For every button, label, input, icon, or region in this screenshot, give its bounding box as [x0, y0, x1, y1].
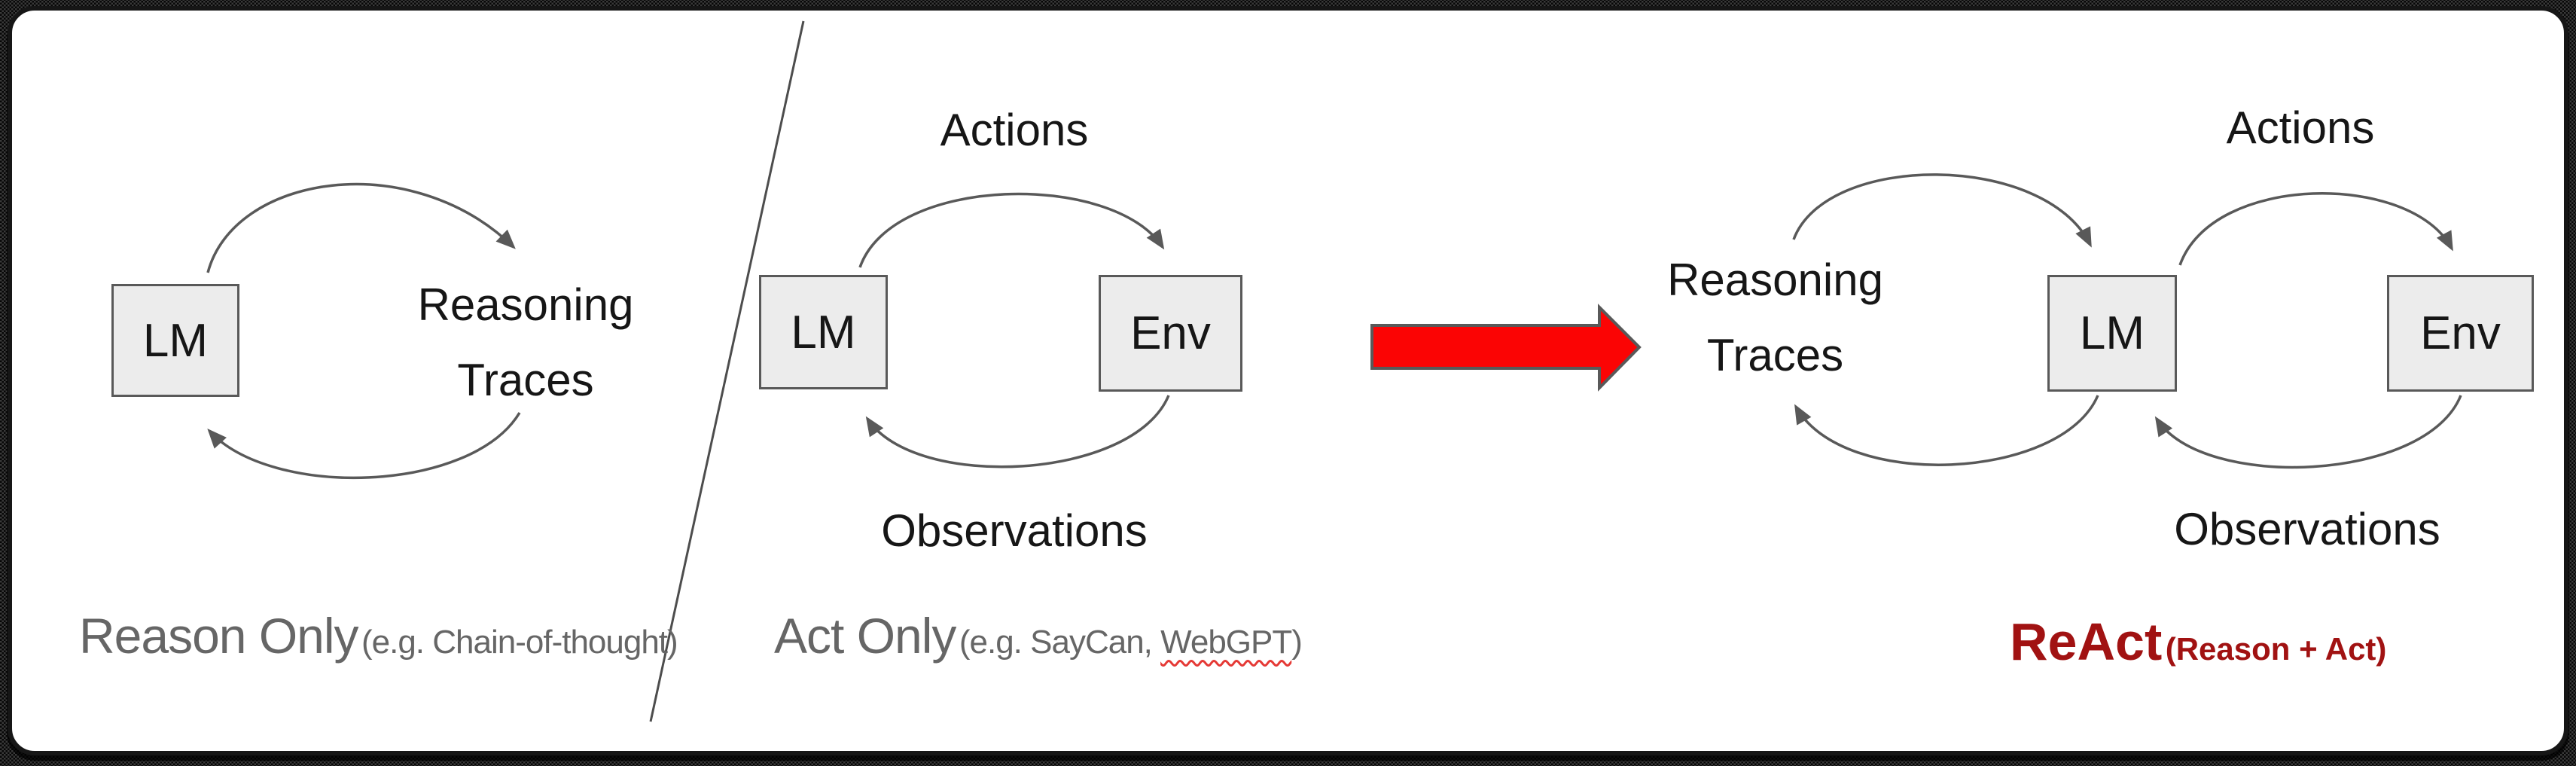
middle-loop-top-arrow [858, 192, 1165, 268]
left-loop-bottom-arrow [207, 412, 521, 479]
right-left-loop-bottom-arrow [1794, 395, 2099, 466]
right-right-loop-bottom-arrow [2154, 395, 2462, 469]
lm-box-middle-label: LM [791, 306, 856, 359]
act-only-title: Act Only [774, 608, 956, 664]
env-box-middle-label: Env [1130, 307, 1211, 359]
observations-text-right: Observations [2174, 504, 2440, 554]
reasoning-line: Reasoning [417, 279, 634, 330]
react-title: ReAct [2010, 612, 2163, 671]
env-box-right-label: Env [2420, 307, 2501, 359]
actions-label-right: Actions [2195, 102, 2406, 154]
middle-loop-bottom-arrow [865, 395, 1170, 468]
act-only-caption: Act Only (e.g. SayCan, WebGPT) [774, 607, 1303, 664]
observations-text: Observations [881, 505, 1148, 556]
observations-label-middle: Observations [864, 505, 1165, 557]
traces-line-right: Traces [1706, 330, 1844, 380]
lm-box-middle: LM [759, 275, 888, 389]
reasoning-line-right: Reasoning [1667, 255, 1883, 305]
react-note: (Reason + Act) [2165, 631, 2387, 667]
lm-box-right: LM [2047, 275, 2177, 392]
right-right-loop-top-arrow [2178, 192, 2453, 266]
env-box-right: Env [2387, 275, 2534, 392]
act-only-note-webgpt: WebGPT [1160, 624, 1292, 661]
reasoning-traces-label-right: Reasoning Traces [1657, 243, 1894, 393]
act-only-note-prefix: (e.g. SayCan, [959, 624, 1161, 661]
big-red-arrow [1370, 304, 1642, 392]
left-loop-top-arrow [206, 182, 516, 273]
lm-box-left-label: LM [142, 314, 209, 367]
traces-line: Traces [457, 355, 594, 405]
right-left-loop-top-arrow [1792, 173, 2092, 248]
reason-only-note: (e.g. Chain-of-thought) [361, 624, 678, 661]
lm-box-right-label: LM [2079, 307, 2145, 359]
observations-label-right: Observations [2157, 503, 2458, 555]
reasoning-traces-label-left: Reasoning Traces [407, 267, 645, 418]
actions-text: Actions [940, 105, 1089, 155]
react-caption: ReAct (Reason + Act) [2010, 612, 2386, 672]
env-box-middle: Env [1099, 275, 1242, 392]
actions-text-right: Actions [2226, 102, 2375, 153]
lm-box-left: LM [111, 284, 239, 397]
reason-only-title: Reason Only [79, 608, 359, 664]
reason-only-caption: Reason Only (e.g. Chain-of-thought) [79, 607, 678, 664]
act-only-note-suffix: ) [1291, 624, 1303, 661]
actions-label-middle: Actions [909, 104, 1120, 156]
panel-separator-line [649, 20, 805, 722]
